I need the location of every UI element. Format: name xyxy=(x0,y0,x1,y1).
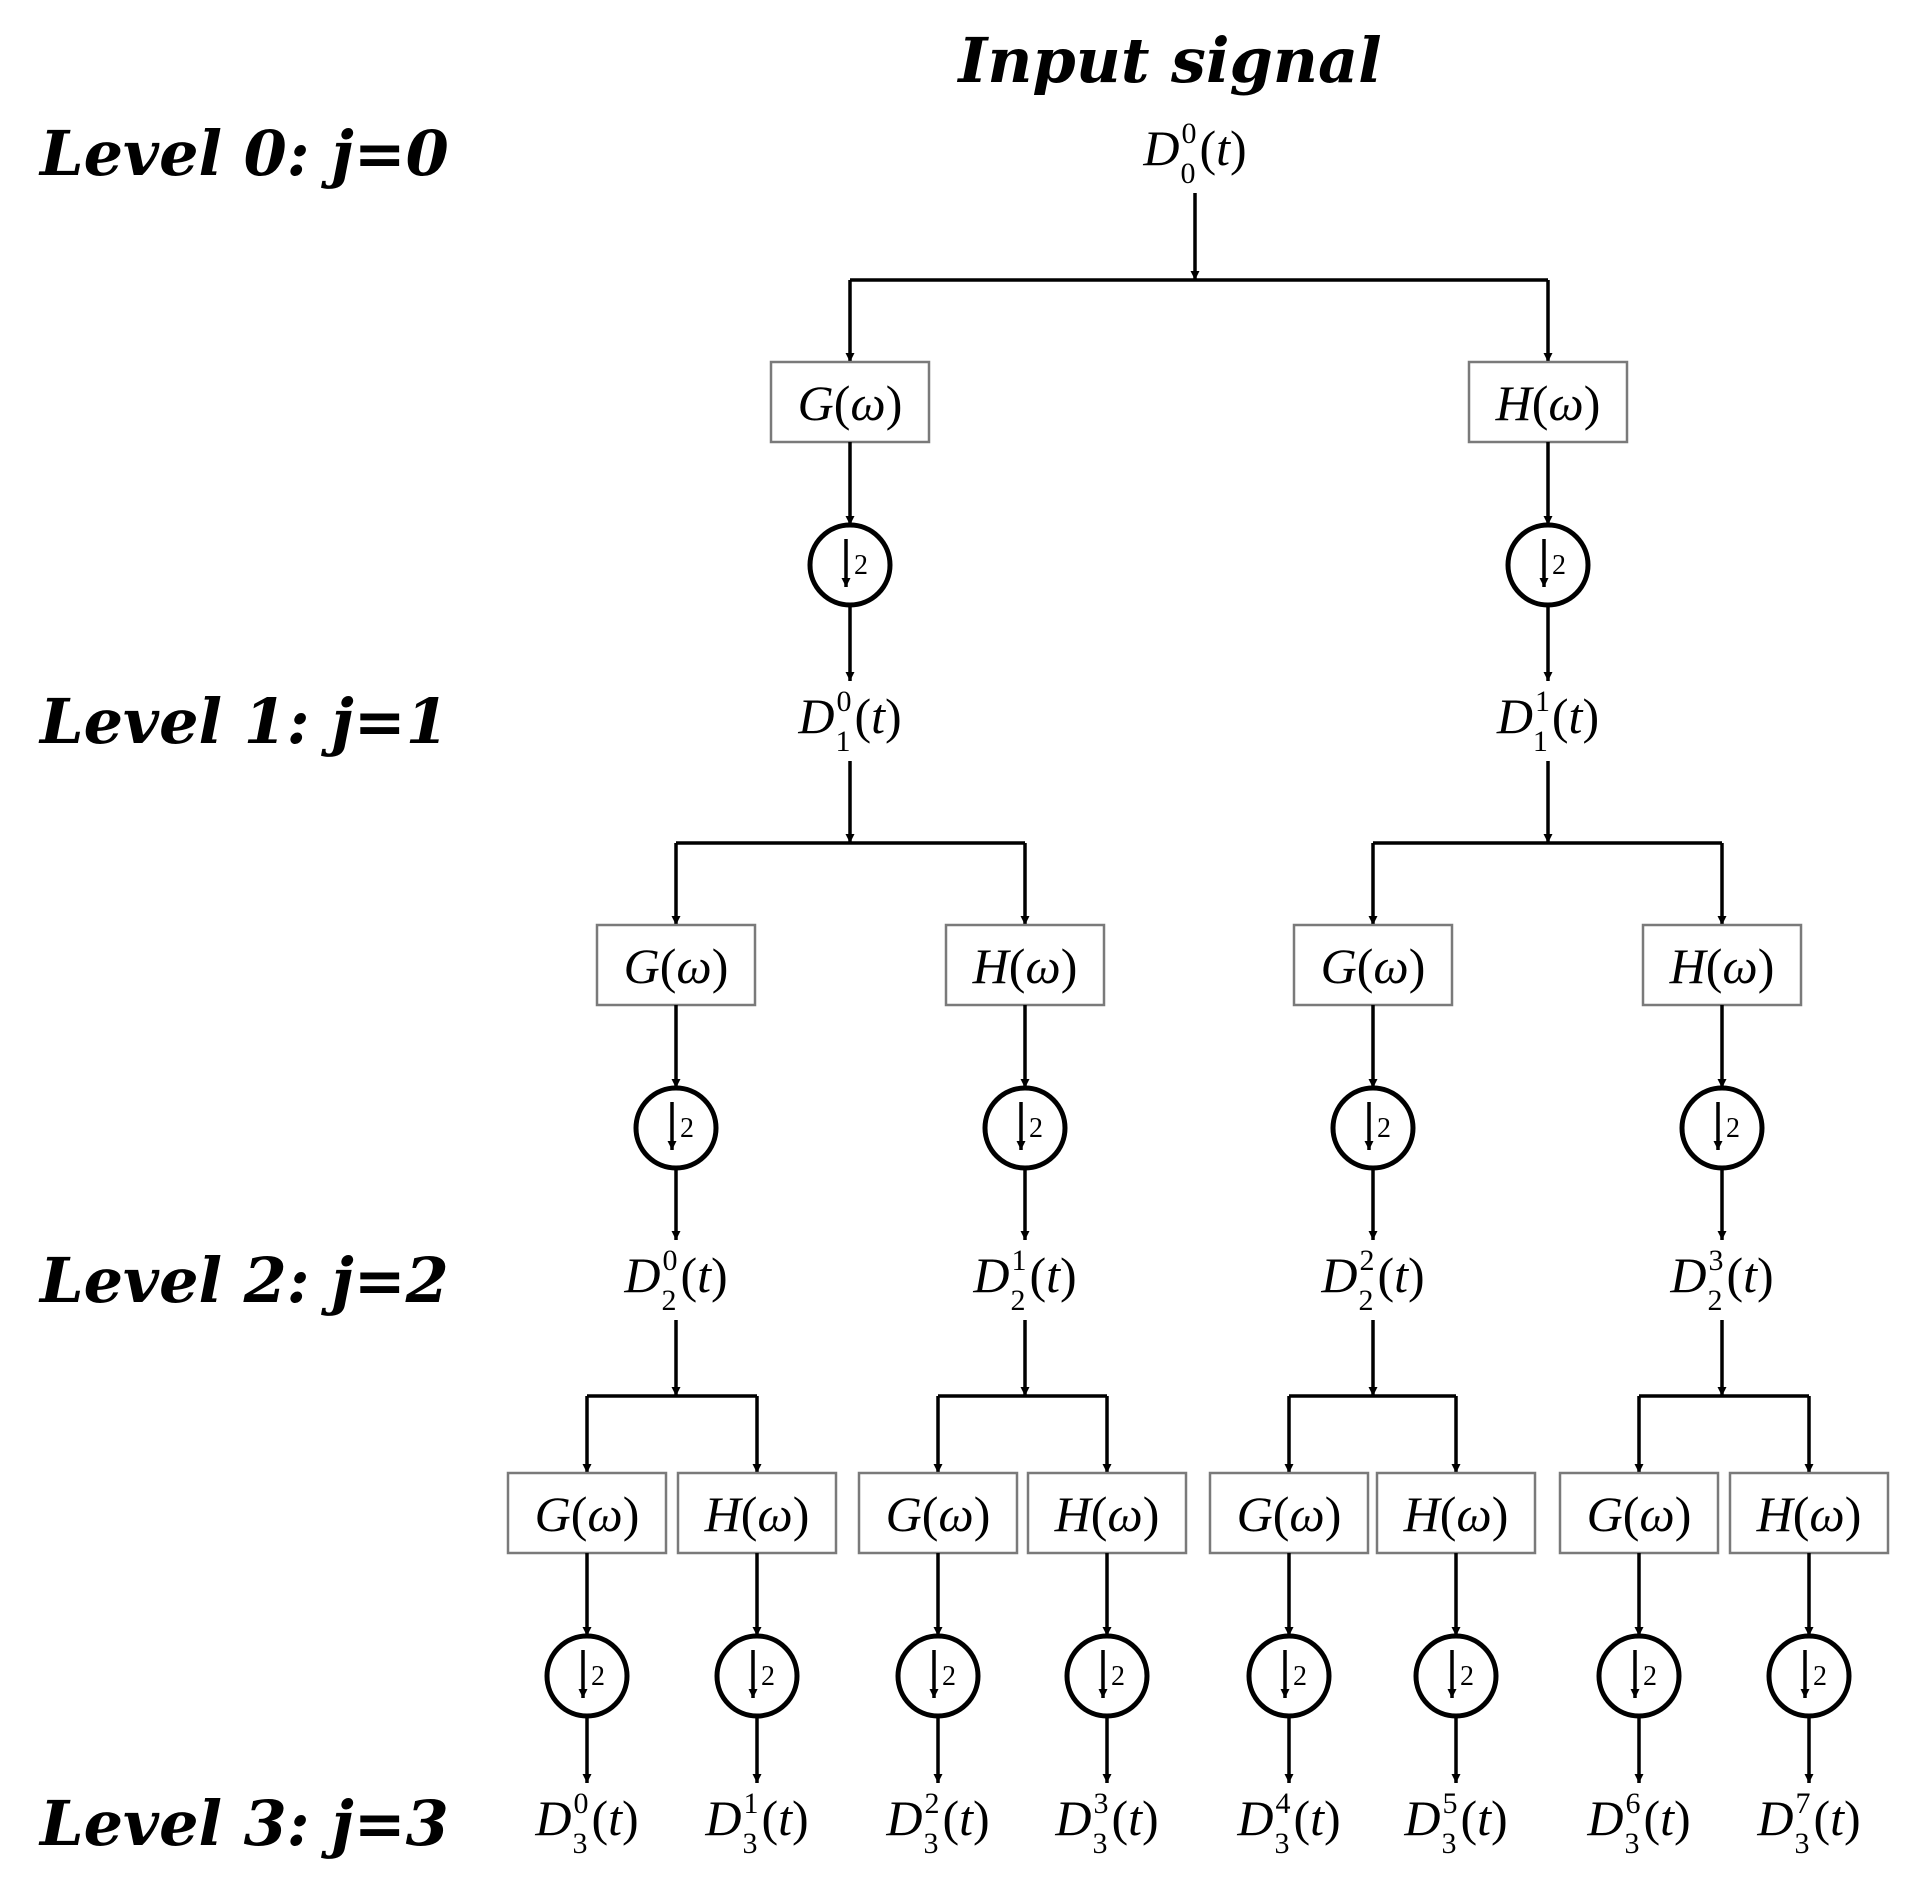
downsample-l2-2-circle xyxy=(1330,1085,1416,1171)
downsample-l2-1-circle xyxy=(982,1085,1068,1171)
filter-h-l3-7-box xyxy=(1728,1471,1890,1555)
downsample-l2-1-factor: 2 xyxy=(1029,1113,1043,1144)
level-label-3: Level 3: j=3 xyxy=(38,1787,449,1860)
downsample-l3-7-circle xyxy=(1766,1633,1852,1719)
downsample-l3-4-factor: 2 xyxy=(1293,1661,1307,1692)
filter-h-l2-1-box xyxy=(944,923,1106,1007)
filter-g-l3-0-box xyxy=(506,1471,668,1555)
filter-h-l2-3-box xyxy=(1641,923,1803,1007)
downsample-l3-7-factor: 2 xyxy=(1813,1661,1827,1692)
filter-h-l1-1-label: H(ω) xyxy=(1495,375,1601,431)
downsample-l3-2-factor: 2 xyxy=(942,1661,956,1692)
filter-h-l3-3-label: H(ω) xyxy=(1054,1486,1160,1542)
downsample-l3-5-circle xyxy=(1413,1633,1499,1719)
downsample-l1-0-circle xyxy=(807,522,893,608)
filter-h-l2-3-label: H(ω) xyxy=(1669,938,1775,994)
downsample-l2-0-factor: 2 xyxy=(680,1113,694,1144)
filter-h-l3-1-box xyxy=(676,1471,838,1555)
downsample-l3-3-circle xyxy=(1064,1633,1150,1719)
downsample-l3-1-factor: 2 xyxy=(761,1661,775,1692)
filter-g-l3-2-box xyxy=(857,1471,1019,1555)
downsample-l1-1-factor: 2 xyxy=(1552,550,1566,581)
downsample-l3-6-circle xyxy=(1596,1633,1682,1719)
filter-g-l1-0-box xyxy=(769,360,931,444)
downsample-l2-0-circle xyxy=(633,1085,719,1171)
filter-h-l3-7-label: H(ω) xyxy=(1756,1486,1862,1542)
downsample-l1-0-factor: 2 xyxy=(854,550,868,581)
filter-g-l3-6-label: G(ω) xyxy=(1587,1486,1692,1542)
filter-h-l3-3-box xyxy=(1026,1471,1188,1555)
filter-g-l2-0-box xyxy=(595,923,757,1007)
level-label-1: Level 1: j=1 xyxy=(38,685,449,758)
downsample-l3-2-circle xyxy=(895,1633,981,1719)
downsample-l3-3-factor: 2 xyxy=(1111,1661,1125,1692)
downsample-l3-6-factor: 2 xyxy=(1643,1661,1657,1692)
downsample-l2-2-factor: 2 xyxy=(1377,1113,1391,1144)
filter-h-l3-1-label: H(ω) xyxy=(704,1486,810,1542)
filter-h-l2-1-label: H(ω) xyxy=(972,938,1078,994)
filter-g-l2-2-label: G(ω) xyxy=(1321,938,1426,994)
downsample-l3-5-factor: 2 xyxy=(1460,1661,1474,1692)
filter-g-l3-0-label: G(ω) xyxy=(535,1486,640,1542)
diagram-title: Input signal xyxy=(956,24,1381,97)
filter-h-l1-1-box xyxy=(1467,360,1629,444)
filter-g-l3-2-label: G(ω) xyxy=(886,1486,991,1542)
downsample-l3-1-circle xyxy=(714,1633,800,1719)
level-label-2: Level 2: j=2 xyxy=(38,1244,449,1317)
level-label-0: Level 0: j=0 xyxy=(38,117,449,190)
downsample-l2-3-factor: 2 xyxy=(1726,1113,1740,1144)
downsample-l3-4-circle xyxy=(1246,1633,1332,1719)
filter-h-l3-5-label: H(ω) xyxy=(1403,1486,1509,1542)
downsample-l1-1-circle xyxy=(1505,522,1591,608)
filter-g-l1-0-label: G(ω) xyxy=(798,375,903,431)
filter-g-l2-0-label: G(ω) xyxy=(624,938,729,994)
filter-g-l3-4-label: G(ω) xyxy=(1237,1486,1342,1542)
downsample-l3-0-circle xyxy=(544,1633,630,1719)
downsample-l2-3-circle xyxy=(1679,1085,1765,1171)
downsample-l3-0-factor: 2 xyxy=(591,1661,605,1692)
